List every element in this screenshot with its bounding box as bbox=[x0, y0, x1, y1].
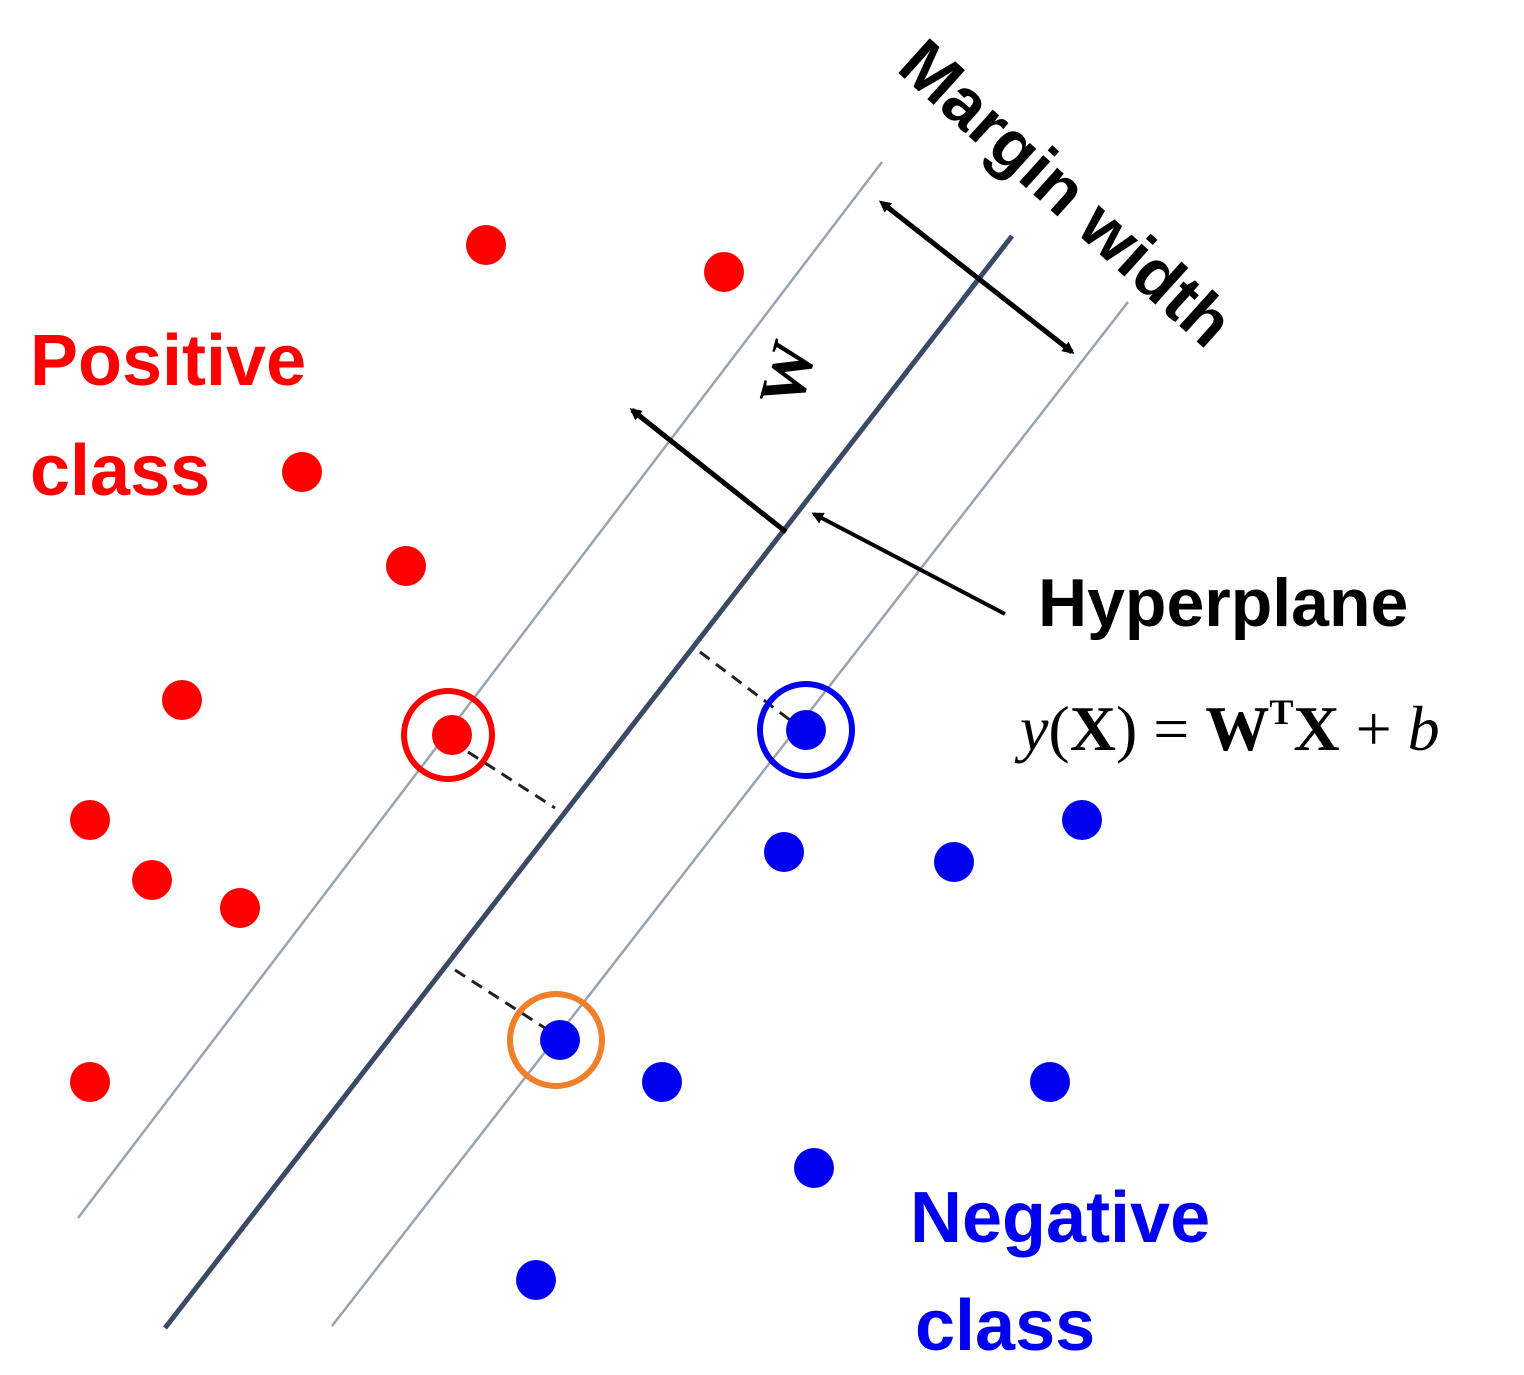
negative-point bbox=[1030, 1062, 1070, 1102]
equation-plus: + bbox=[1340, 693, 1408, 764]
negative-point bbox=[934, 842, 974, 882]
negative-point bbox=[1062, 800, 1102, 840]
positive-points bbox=[70, 225, 744, 1102]
equation-x: X bbox=[1293, 693, 1339, 764]
positive-support-vector bbox=[432, 715, 472, 755]
positive-point bbox=[162, 680, 202, 720]
negative-margin-line bbox=[331, 301, 1129, 1327]
positive-point bbox=[704, 252, 744, 292]
positive-class-label-line1: Positive bbox=[30, 321, 306, 401]
support-vector-ring-blue bbox=[757, 681, 855, 779]
hyperplane-equation: y(X) = WTX + b bbox=[1014, 692, 1440, 764]
equation-b: b bbox=[1408, 693, 1440, 764]
negative-points bbox=[516, 710, 1102, 1300]
negative-support-vector bbox=[540, 1020, 580, 1060]
negative-support-vector bbox=[786, 710, 826, 750]
positive-point bbox=[70, 1062, 110, 1102]
positive-point bbox=[386, 546, 426, 586]
negative-class-label-line2: class bbox=[915, 1286, 1095, 1366]
positive-class-label-line2: class bbox=[30, 431, 210, 511]
support-vector-ring-red bbox=[401, 688, 495, 782]
positive-point bbox=[132, 860, 172, 900]
positive-point bbox=[466, 225, 506, 265]
weight-vector-arrow bbox=[629, 408, 788, 534]
negative-point bbox=[642, 1062, 682, 1102]
negative-point bbox=[794, 1148, 834, 1188]
positive-margin-line bbox=[77, 161, 883, 1219]
hyperplane-label: Hyperplane bbox=[1038, 565, 1408, 641]
equation-x-arg: X bbox=[1070, 693, 1116, 764]
margin-width-label: Margin width bbox=[885, 25, 1247, 362]
hyperplane-pointer-arrow bbox=[811, 512, 1006, 616]
distance-line-negative-top bbox=[699, 650, 791, 722]
support-vector-ring-orange bbox=[507, 991, 605, 1089]
equation-equals: = bbox=[1137, 693, 1205, 764]
positive-point bbox=[282, 452, 322, 492]
equation-close-paren: ) bbox=[1116, 693, 1137, 764]
negative-class-label-line1: Negative bbox=[910, 1178, 1210, 1258]
equation-superscript: T bbox=[1269, 692, 1293, 732]
distance-line-positive bbox=[467, 750, 556, 810]
equation-open-paren: ( bbox=[1048, 693, 1069, 764]
margin-width-arrow bbox=[878, 200, 1075, 354]
equation-w: W bbox=[1205, 693, 1269, 764]
positive-point bbox=[220, 888, 260, 928]
weight-vector-label: W bbox=[745, 333, 830, 413]
negative-point bbox=[516, 1260, 556, 1300]
positive-point bbox=[70, 800, 110, 840]
negative-point bbox=[764, 832, 804, 872]
hyperplane-line bbox=[163, 234, 1014, 1330]
equation-y: y bbox=[1014, 693, 1049, 764]
